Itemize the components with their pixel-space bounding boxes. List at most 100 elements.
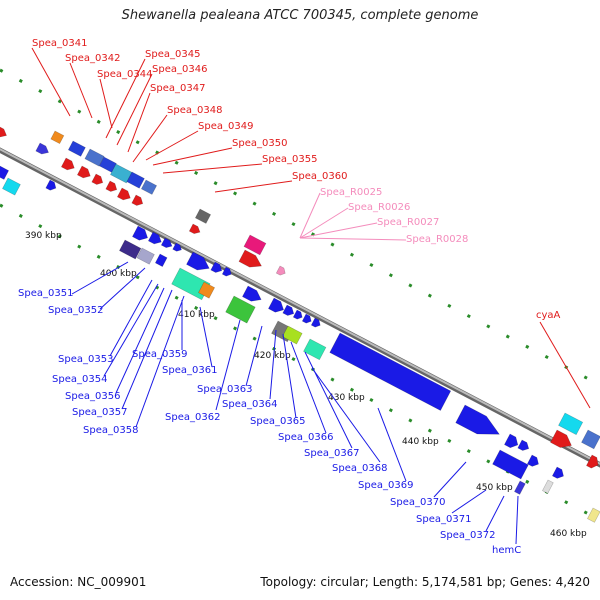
gene-feature	[550, 429, 572, 448]
gene-label-leader	[214, 180, 293, 193]
gene-feature	[147, 231, 162, 245]
gene-label: Spea_0342	[65, 53, 120, 64]
gene-label: Spea_0362	[165, 412, 220, 423]
gene-label: Spea_0372	[440, 530, 495, 541]
gene-box	[126, 171, 145, 189]
gene-feature	[210, 261, 223, 273]
gene-feature	[242, 285, 262, 302]
gene-feature	[292, 309, 303, 320]
gene-arrow	[238, 249, 262, 268]
gene-box	[119, 239, 142, 260]
gene-arrow	[35, 142, 49, 155]
gene-feature	[84, 148, 105, 167]
gene-arrow	[586, 454, 599, 469]
gene-box	[198, 281, 216, 299]
gene-arrow	[242, 285, 262, 302]
scale-label: 390 kbp	[25, 231, 62, 241]
gene-feature	[154, 253, 168, 267]
gene-feature	[504, 433, 519, 449]
gene-feature	[160, 237, 173, 248]
gene-arrow	[455, 404, 500, 435]
gene-feature	[542, 479, 554, 494]
gene-box	[303, 338, 327, 361]
gene-labels: Spea_0341Spea_0342Spea_0344Spea_0345Spea…	[18, 38, 561, 556]
gene-label: Spea_0363	[197, 384, 252, 395]
gene-label-leader	[485, 495, 505, 532]
gene-label: Spea_0345	[145, 49, 200, 60]
gene-label-leader	[269, 329, 277, 400]
gene-feature	[60, 157, 75, 171]
map-title: Shewanella pealeana ATCC 700345, complet…	[121, 8, 479, 23]
gene-label: Spea_0350	[232, 138, 287, 149]
gene-arrow	[76, 165, 91, 179]
gene-arrow	[551, 466, 564, 479]
gene-feature	[514, 480, 526, 495]
gene-label-leader	[99, 78, 113, 129]
gene-label-leader	[245, 325, 263, 387]
gene-arrow	[268, 297, 284, 313]
gene-label: Spea_0349	[198, 121, 253, 132]
gene-box	[154, 253, 168, 267]
gene-arrow	[45, 179, 57, 191]
gene-arrow	[282, 304, 295, 316]
gene-box	[0, 164, 10, 180]
tick-track	[0, 68, 600, 387]
gene-arrow	[188, 223, 201, 234]
gene-feature	[221, 266, 232, 277]
gene-arrow	[105, 180, 118, 192]
gene-box	[581, 429, 600, 450]
gene-label-leader	[433, 461, 467, 498]
scale-label: 430 kbp	[328, 393, 365, 403]
gene-box	[243, 234, 267, 256]
gene-feature	[558, 412, 584, 436]
scale-label: 460 kbp	[550, 529, 587, 539]
gene-feature	[526, 454, 539, 467]
gene-label: Spea_0352	[48, 305, 103, 316]
gene-arrow	[526, 454, 539, 467]
gene-feature	[2, 177, 21, 196]
gene-box	[136, 247, 155, 265]
gene-box	[558, 412, 584, 436]
gene-label-leader	[105, 58, 146, 139]
gene-label: Spea_0353	[58, 354, 113, 365]
gene-feature	[301, 313, 312, 324]
gene-feature	[188, 223, 201, 234]
gene-feature	[303, 338, 327, 361]
gene-label-leader	[145, 130, 199, 161]
gene-label: Spea_0368	[332, 463, 387, 474]
label-leaders	[31, 47, 591, 545]
gene-feature	[35, 142, 49, 155]
rna-label: Spea_R0027	[377, 217, 439, 228]
gene-arrow	[504, 433, 519, 449]
gene-box	[282, 325, 303, 345]
gene-arrow	[210, 261, 223, 273]
gene-feature	[126, 171, 145, 189]
gene-feature	[140, 179, 158, 195]
gene-feature	[492, 449, 529, 480]
gene-box	[587, 507, 600, 523]
gene-arrow	[186, 251, 210, 271]
gene-feature	[275, 265, 286, 276]
gene-label: Spea_0369	[358, 480, 413, 491]
gene-label: Spea_0358	[83, 425, 138, 436]
gene-arrow	[550, 429, 572, 448]
gene-label: Spea_0367	[304, 448, 359, 459]
gene-box	[542, 479, 554, 494]
gene-feature	[587, 507, 600, 523]
gene-label-leader	[152, 147, 233, 166]
gene-feature	[198, 281, 216, 299]
gene-feature	[282, 304, 295, 316]
gene-feature	[282, 325, 303, 345]
gene-features	[0, 125, 600, 523]
genome-summary: Topology: circular; Length: 5,174,581 bp…	[260, 575, 590, 589]
gene-feature	[586, 454, 599, 469]
gene-label: Spea_0348	[167, 105, 222, 116]
gene-arrow	[517, 439, 530, 451]
gene-box	[50, 130, 65, 145]
gene-box	[84, 148, 105, 167]
rna-label-leader	[299, 192, 321, 239]
gene-label: Spea_0365	[250, 416, 305, 427]
gene-label-leader	[304, 351, 353, 449]
gene-label-leader	[127, 92, 151, 153]
